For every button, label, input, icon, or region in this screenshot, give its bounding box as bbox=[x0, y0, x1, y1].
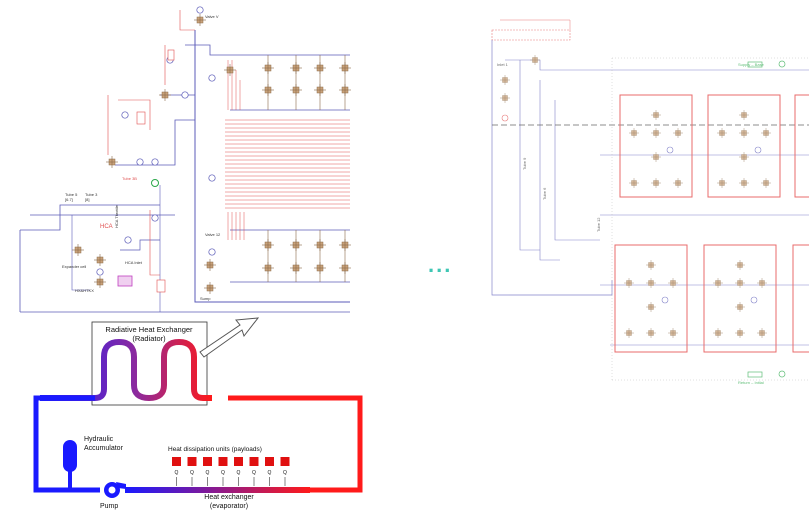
label-hx-flow: HX&HTKX bbox=[75, 288, 94, 293]
ellipsis: ... bbox=[428, 252, 452, 277]
accumulator-label: Hydraulic bbox=[84, 436, 114, 443]
hx-sublabel: (evaporator) bbox=[210, 503, 248, 510]
label-return: Return – Initial bbox=[738, 380, 764, 385]
label-tube-d: Tube 12 bbox=[596, 217, 601, 232]
schematic-component bbox=[672, 177, 684, 189]
schematic-component bbox=[760, 127, 772, 139]
label-tube-c: Tube 6 bbox=[542, 187, 547, 200]
schematic-component bbox=[760, 177, 772, 189]
schematic-component bbox=[738, 177, 750, 189]
label-drain: Sump bbox=[200, 296, 211, 301]
schematic-gauge bbox=[666, 146, 674, 154]
radiator-title: Radiative Heat Exchanger bbox=[105, 325, 193, 334]
hot-line bbox=[228, 395, 363, 493]
schematic-component bbox=[645, 301, 657, 313]
payload-unit bbox=[203, 457, 212, 466]
schematic-component bbox=[734, 277, 746, 289]
schematic-gauge bbox=[754, 146, 762, 154]
schematic-component bbox=[645, 327, 657, 339]
schematic-left: Valve V Tube 3B Tube 5 [6.7] Tube 3 [8] … bbox=[19, 6, 352, 313]
payload-unit bbox=[172, 457, 181, 466]
schematic-component bbox=[756, 327, 768, 339]
schematic-right: Inlet 1 Supply – Base Return – Initial T… bbox=[491, 19, 809, 385]
label-hca-throttle: HCA Throttle bbox=[114, 204, 119, 228]
schematic-component bbox=[650, 177, 662, 189]
payload-unit bbox=[187, 457, 197, 466]
payload-unit bbox=[265, 457, 274, 466]
schematic-component bbox=[712, 277, 724, 289]
schematic-component bbox=[716, 177, 728, 189]
payload-unit bbox=[249, 457, 259, 466]
schematic-component bbox=[645, 277, 657, 289]
label-tube-5-sub: [6.7] bbox=[65, 197, 73, 202]
schematic-component bbox=[650, 151, 662, 163]
schematic-component bbox=[667, 277, 679, 289]
payload-unit bbox=[234, 457, 243, 466]
label-valve-top: Valve V bbox=[205, 14, 219, 19]
payload-q-label: Q bbox=[237, 470, 241, 476]
accumulator-icon bbox=[63, 440, 77, 472]
radiator-box bbox=[91, 321, 208, 406]
schematic-component bbox=[738, 151, 750, 163]
schematic-component bbox=[716, 127, 728, 139]
payload-unit bbox=[218, 457, 228, 466]
label-tube-5: Tube 5 bbox=[65, 192, 78, 197]
label-tube-3b: Tube 3B bbox=[122, 176, 137, 181]
schematic-component bbox=[738, 127, 750, 139]
schematic-component bbox=[650, 127, 662, 139]
hx-label: Heat exchanger bbox=[204, 494, 254, 501]
label-inlet: Inlet 1 bbox=[497, 62, 509, 67]
radiator-coil bbox=[40, 339, 212, 401]
radiator-loop-diagram: Radiative Heat Exchanger (Radiator) Hydr… bbox=[33, 317, 363, 510]
schematic-component bbox=[712, 327, 724, 339]
heat-rejection-arrow bbox=[199, 317, 260, 358]
label-tube-3-sub: [8] bbox=[85, 197, 89, 202]
schematic-component bbox=[734, 301, 746, 313]
payloads-label: Heat dissipation units (payloads) bbox=[168, 446, 262, 453]
label-tube-b: Tube 9 bbox=[522, 157, 527, 170]
schematic-component bbox=[672, 127, 684, 139]
payload-unit bbox=[280, 457, 290, 466]
schematic-component bbox=[756, 277, 768, 289]
pump-label: Pump bbox=[100, 503, 118, 510]
schematic-component bbox=[734, 259, 746, 271]
payload-q-label: Q bbox=[190, 470, 194, 476]
schematic-component bbox=[623, 327, 635, 339]
payload-q-label: Q bbox=[221, 470, 225, 476]
payload-q-label: Q bbox=[252, 470, 256, 476]
payload-q-label: Q bbox=[268, 470, 272, 476]
schematic-gauge bbox=[750, 296, 758, 304]
label-hca-inlet: HCA Inlet bbox=[125, 260, 143, 265]
schematic-component bbox=[738, 109, 750, 121]
label-hca: HCA bbox=[100, 224, 113, 230]
label-supply: Supply – Base bbox=[738, 62, 765, 67]
schematic-component bbox=[623, 277, 635, 289]
schematic-gauge bbox=[661, 296, 669, 304]
schematic-component bbox=[667, 327, 679, 339]
label-tube-3: Tube 3 bbox=[85, 192, 98, 197]
schematic-component bbox=[645, 259, 657, 271]
schematic-component bbox=[628, 127, 640, 139]
schematic-component bbox=[628, 177, 640, 189]
schematic-component bbox=[650, 109, 662, 121]
schematic-component bbox=[734, 327, 746, 339]
accumulator-label-2: Accumulator bbox=[84, 445, 124, 452]
payload-q-label: Q bbox=[175, 470, 179, 476]
payload-q-label: Q bbox=[206, 470, 210, 476]
radiator-subtitle: (Radiator) bbox=[132, 334, 166, 343]
payload-q-label: Q bbox=[283, 470, 287, 476]
label-expander: Expander cell bbox=[62, 264, 86, 269]
label-valve-12: Valve 12 bbox=[205, 232, 221, 237]
evaporator-line bbox=[125, 487, 310, 493]
